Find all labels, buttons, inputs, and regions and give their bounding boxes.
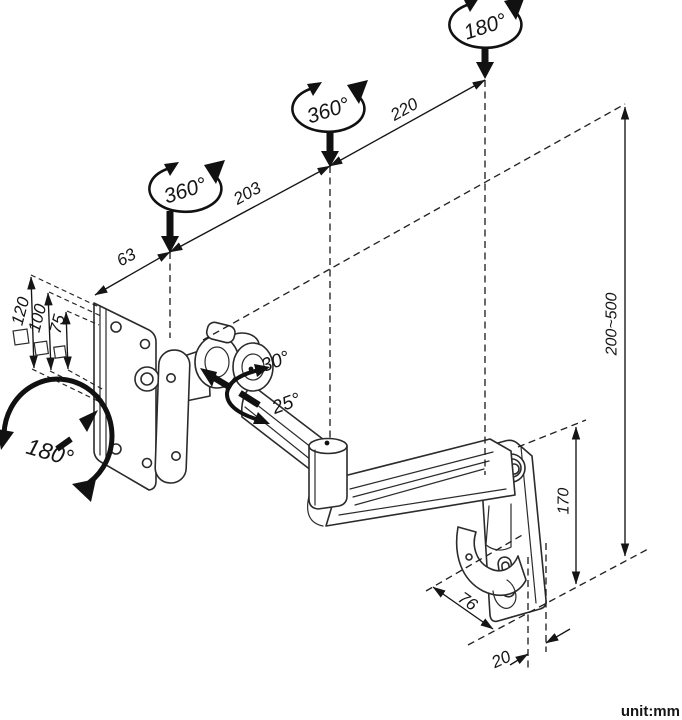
screen-rotation-180-icon [0, 376, 115, 502]
dimension-line-203 [169, 165, 331, 253]
dimension-label-height-range: 200~500 [604, 293, 621, 357]
vesa-square-120-icon [12, 328, 30, 346]
rotation-label-360-1: 360° [161, 173, 209, 208]
dimension-label-220: 220 [386, 94, 421, 125]
vesa-square-100-icon [33, 340, 50, 356]
rotation-label-180-top: 180° [461, 9, 509, 44]
vesa-square-75-icon [53, 345, 67, 359]
dimension-line-vesa-100 [44, 292, 55, 371]
dimension-line-76 [432, 586, 494, 630]
dimension-label-63: 63 [113, 244, 139, 270]
tilt-arrows-icon [200, 364, 270, 424]
monitor-bracket-bar [154, 349, 191, 484]
reference-lines [30, 80, 651, 669]
dimension-line-220 [329, 79, 486, 167]
dimension-line-vesa-120 [27, 276, 38, 369]
dimension-label-170: 170 [556, 488, 573, 515]
rotation-symbols [0, 0, 527, 502]
unit-label: unit:mm [621, 703, 680, 720]
dimension-line-20-left [509, 653, 529, 666]
dimension-line-20-right [545, 628, 571, 644]
dimension-line-63 [94, 251, 171, 296]
axis-arrow-1-icon [161, 211, 179, 253]
elbow-joint [307, 437, 348, 527]
axis-arrow-2-icon [321, 132, 339, 167]
rotation-label-360-2: 360° [304, 93, 352, 128]
dimension-label-20: 20 [488, 647, 515, 673]
dimension-line-vesa-75 [62, 311, 72, 370]
vesa-label-75: 75 [46, 312, 69, 336]
wall-clamp [455, 503, 527, 609]
dimension-lines [12, 79, 630, 666]
axis-arrow-3-icon [476, 47, 494, 79]
dimension-label-76: 76 [455, 588, 482, 615]
